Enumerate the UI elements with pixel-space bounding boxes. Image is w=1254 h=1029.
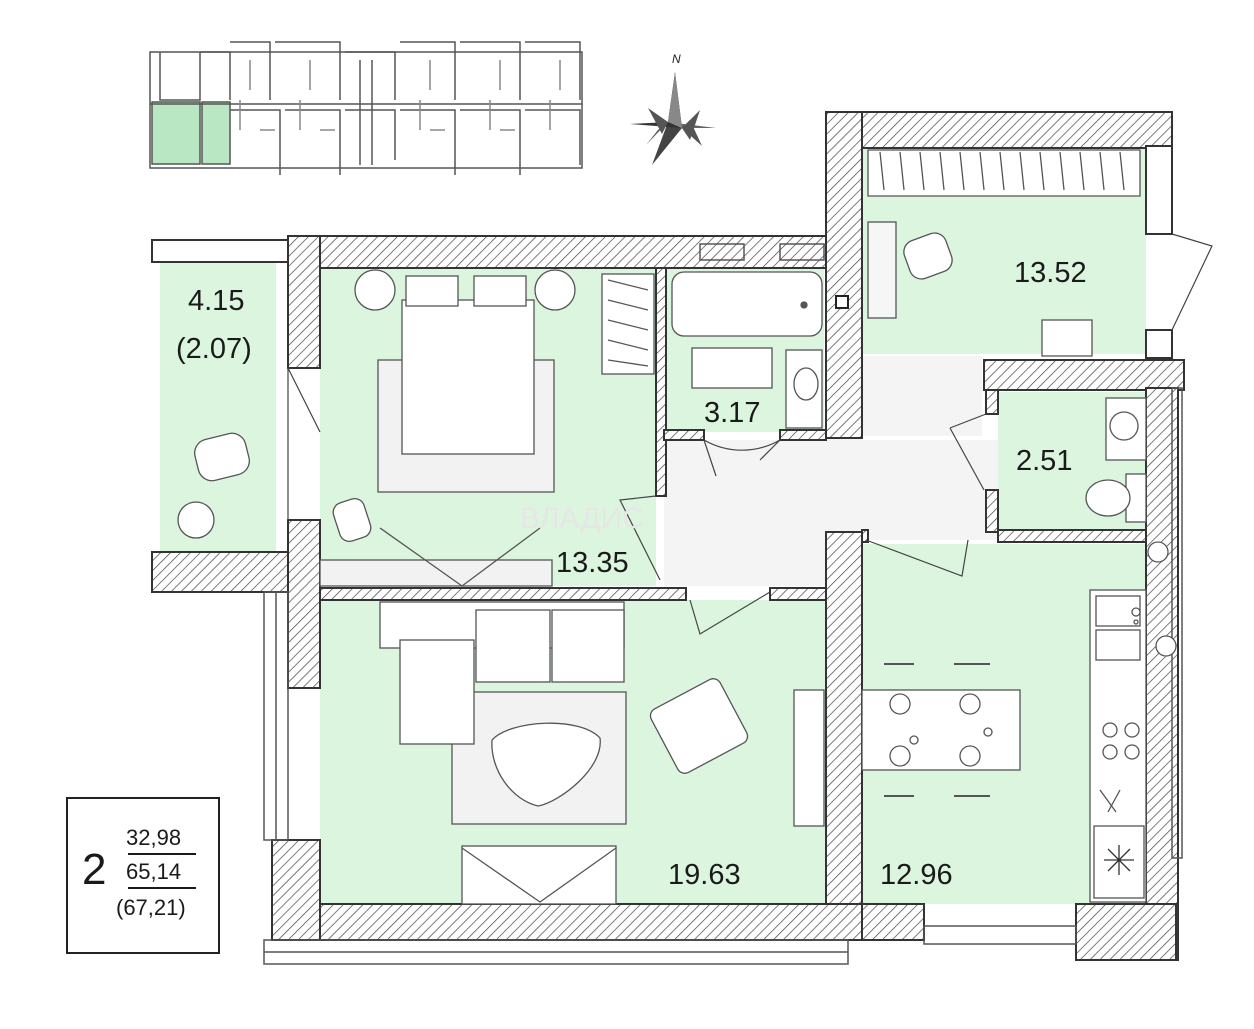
pillow-left — [405, 275, 459, 307]
balcony-area: 4.15 — [188, 285, 244, 317]
compass-rose-icon: N — [630, 52, 716, 165]
legend-divider — [128, 887, 196, 889]
wall-study-right-upper — [1145, 145, 1173, 235]
wall-study-left — [825, 111, 863, 439]
area-legend: 2 32,98 65,14 (67,21) — [66, 797, 220, 954]
wall-bedroom-left-upper — [287, 235, 321, 369]
furniture — [177, 149, 1177, 905]
kitchen-sink-b — [1095, 629, 1141, 661]
north-label: N — [672, 52, 681, 66]
bedroom-wardrobe — [601, 273, 655, 375]
wall-study-top — [825, 111, 1173, 149]
bedroom-area: 13.35 — [556, 547, 629, 579]
sofa-seat-mid — [475, 609, 551, 683]
legend-total-with-balcony: (67,21) — [116, 895, 186, 920]
wall-wc-top — [983, 359, 1185, 391]
balcony-area-reduced: (2.07) — [176, 333, 252, 365]
study-desk — [867, 221, 897, 319]
wall-kitchen-bottom — [1075, 903, 1177, 961]
wall-living-bottom — [319, 903, 925, 941]
toilet-bowl — [1085, 479, 1131, 517]
nightstand-left — [354, 269, 396, 311]
windows — [263, 243, 1183, 965]
wall-bedroom-left-lower — [287, 519, 321, 689]
coffee-table — [491, 722, 601, 807]
bathroom-area: 3.17 — [704, 397, 760, 429]
study-chair — [903, 232, 953, 280]
wall-kitchen-right — [1145, 387, 1179, 961]
sofa-seat-right — [551, 609, 625, 683]
legend-rooms-count: 2 — [82, 845, 107, 894]
living-armchair — [649, 678, 749, 774]
bedroom-chair — [332, 497, 372, 543]
wc-area: 2.51 — [1016, 445, 1072, 477]
double-bed — [401, 299, 535, 455]
nightstand-right — [534, 269, 576, 311]
hall-floor — [664, 390, 862, 586]
legend-total-area: 65,14 — [126, 859, 182, 884]
tv-stand — [793, 689, 825, 827]
wall-bedroom-bathroom — [655, 267, 667, 497]
key-plan — [149, 41, 583, 175]
legend-living-area: 32,98 — [126, 825, 182, 850]
balcony-chair — [194, 432, 250, 482]
legend-divider — [128, 853, 196, 855]
wall-living-kitchen — [825, 531, 863, 911]
key-plan-highlight — [151, 101, 201, 165]
wall-balcony-bottom — [151, 551, 289, 593]
study-cabinet — [1041, 319, 1093, 357]
living-cabinet — [461, 845, 617, 905]
walls — [151, 111, 1185, 961]
balcony-table — [177, 501, 215, 539]
bathtub — [671, 271, 823, 337]
study-area: 13.52 — [1014, 257, 1087, 289]
sofa-chaise — [399, 639, 475, 745]
dining-table — [861, 689, 1021, 771]
balcony-floor — [160, 262, 276, 552]
wall-bedroom-top — [287, 235, 829, 269]
bedroom-desk — [319, 559, 553, 587]
bath-cabinet — [691, 347, 773, 389]
wall-bedroom-living — [319, 587, 687, 601]
pillow-right — [473, 275, 527, 307]
watermark: ВЛАДИС — [520, 502, 644, 535]
kitchen-area: 12.96 — [880, 859, 953, 891]
doors — [287, 233, 1213, 635]
living-area: 19.63 — [668, 859, 741, 891]
